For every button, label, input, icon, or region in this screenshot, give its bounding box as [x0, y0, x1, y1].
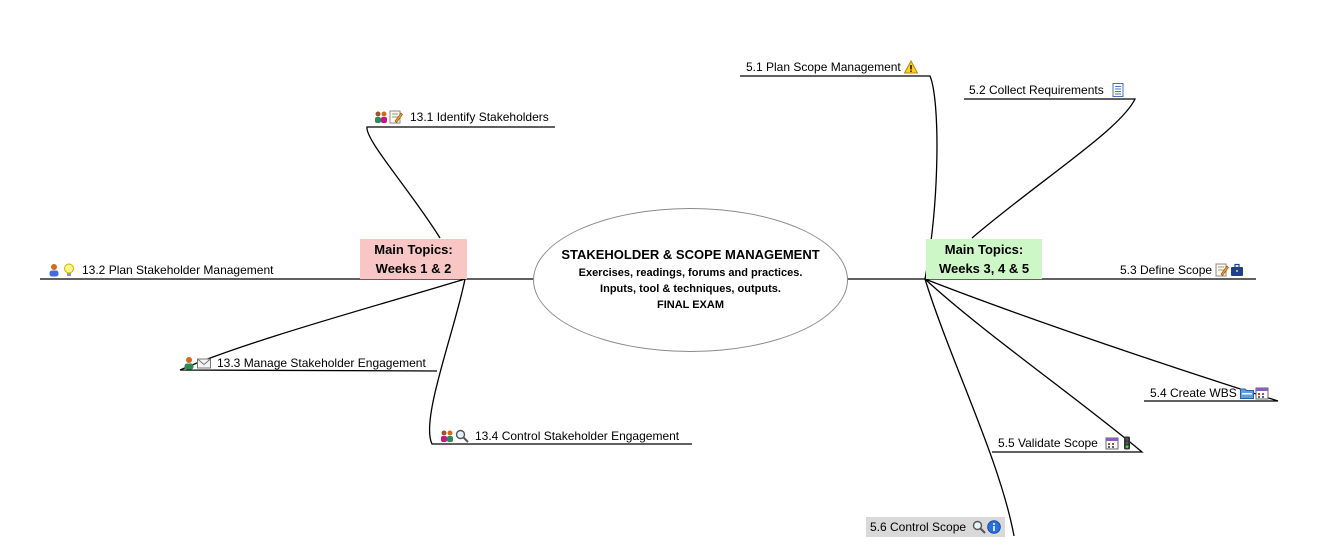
envelope-icon — [197, 356, 211, 370]
topic-5-5-validate-scope[interactable]: 5.5 Validate Scope — [998, 435, 1134, 451]
topic-5-2-collect-requirements[interactable]: 5.2 Collect Requirements — [969, 82, 1125, 98]
link-5-2 — [964, 98, 1137, 239]
hub-left-line-2: Weeks 1 & 2 — [375, 261, 452, 276]
topic-5-4-create-wbs[interactable]: 5.4 Create WBS — [1150, 385, 1269, 401]
topic-13-1-label: 13.1 Identify Stakeholders — [410, 110, 549, 124]
warning-icon — [903, 60, 918, 74]
folder-icon — [1239, 386, 1254, 400]
link-13-4 — [428, 278, 692, 445]
hub-right-line-1: Main Topics: — [944, 242, 1024, 257]
traffic-light-icon — [1120, 436, 1134, 450]
topic-5-3-define-scope[interactable]: 5.3 Define Scope — [1120, 262, 1244, 278]
hub-weeks-3-4-5[interactable]: Main Topics: Weeks 3, 4 & 5 — [926, 239, 1042, 279]
people-icon — [374, 110, 388, 124]
hub-weeks-1-2[interactable]: Main Topics: Weeks 1 & 2 — [360, 239, 467, 279]
link-5-5 — [924, 278, 1144, 453]
hub-right-line-2: Weeks 3, 4 & 5 — [938, 261, 1030, 276]
topic-13-3-label: 13.3 Manage Stakeholder Engagement — [217, 356, 426, 370]
topic-13-4-control-stakeholder-engagement[interactable]: 13.4 Control Stakeholder Engagement — [440, 428, 679, 444]
topic-5-1-plan-scope-management[interactable]: 5.1 Plan Scope Management — [746, 59, 918, 75]
calendar-icon — [1105, 436, 1119, 450]
central-topic-line-2: Inputs, tool & techniques, outputs. — [600, 283, 781, 295]
topic-13-4-label: 13.4 Control Stakeholder Engagement — [475, 429, 680, 443]
magnifier-icon — [455, 429, 469, 443]
person-icon — [182, 356, 196, 370]
link-5-6 — [924, 278, 1015, 537]
info-icon — [987, 520, 1001, 534]
briefcase-icon — [1230, 263, 1244, 277]
edit-note-icon — [389, 110, 403, 124]
topic-5-3-label: 5.3 Define Scope — [1120, 263, 1213, 277]
list-document-icon — [1111, 83, 1125, 97]
people-icon — [440, 429, 454, 443]
edit-note-icon — [1215, 263, 1229, 277]
lightbulb-icon — [62, 263, 76, 277]
magnifier-icon — [972, 520, 986, 534]
topic-5-2-label: 5.2 Collect Requirements — [969, 83, 1104, 97]
central-topic-line-3: FINAL EXAM — [656, 299, 725, 311]
topic-5-1-label: 5.1 Plan Scope Management — [746, 60, 901, 74]
link-13-1 — [366, 126, 555, 239]
topic-5-5-label: 5.5 Validate Scope — [998, 436, 1098, 450]
central-topic-title: STAKEHOLDER & SCOPE MANAGEMENT — [561, 247, 820, 262]
central-topic[interactable]: STAKEHOLDER & SCOPE MANAGEMENT Exercises… — [533, 208, 848, 352]
topic-13-2-plan-stakeholder-management[interactable]: 13.2 Plan Stakeholder Management — [47, 262, 273, 278]
topic-5-6-control-scope[interactable]: 5.6 Control Scope — [866, 517, 1006, 537]
link-5-4 — [924, 278, 1279, 402]
person-icon — [47, 263, 61, 277]
hub-left-line-1: Main Topics: — [374, 242, 453, 257]
topic-5-4-label: 5.4 Create WBS — [1150, 386, 1237, 400]
topic-13-3-manage-stakeholder-engagement[interactable]: 13.3 Manage Stakeholder Engagement — [182, 355, 426, 371]
topic-13-2-label: 13.2 Plan Stakeholder Management — [82, 263, 274, 277]
topic-13-1-identify-stakeholders[interactable]: 13.1 Identify Stakeholders — [374, 109, 549, 125]
topic-5-6-label: 5.6 Control Scope — [870, 520, 967, 534]
central-topic-line-1: Exercises, readings, forums and practice… — [578, 267, 803, 279]
calendar-icon — [1255, 386, 1269, 400]
